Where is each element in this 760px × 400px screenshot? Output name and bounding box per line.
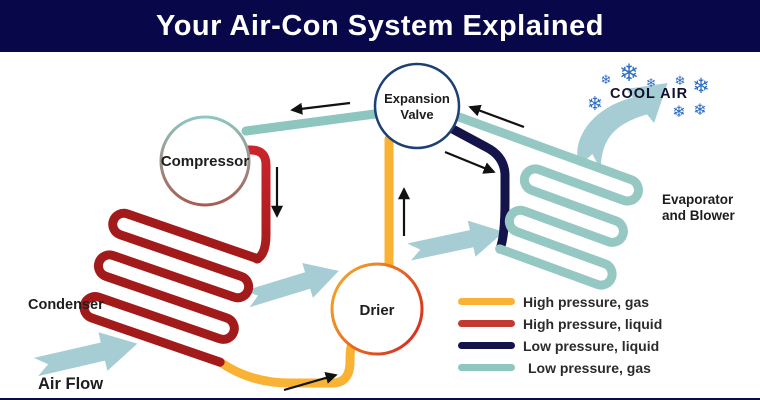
condenser-label: Condenser — [28, 297, 104, 313]
cool-air-label: COOL AIR — [610, 86, 688, 102]
expansion-valve-label-line2: Valve — [400, 107, 433, 122]
snowflake-icon: ❄ — [587, 94, 603, 115]
evaporator-label-line2: and Blower — [662, 208, 736, 223]
snowflake-icon: ❄ — [646, 76, 656, 90]
air-flow-arrow-icon — [407, 220, 504, 261]
evaporator-coil — [443, 108, 643, 290]
compressor-label: Compressor — [161, 153, 250, 170]
legend-swatch-low-liquid — [458, 342, 515, 349]
legend-label-low-liquid: Low pressure, liquid — [523, 338, 659, 354]
expansion-valve-node — [373, 62, 461, 150]
legend-label-low-gas: Low pressure, gas — [528, 360, 651, 376]
legend-label-high-liquid: High pressure, liquid — [523, 316, 662, 332]
compressor-node — [159, 115, 251, 207]
legend-label-high-gas: High pressure, gas — [523, 294, 649, 310]
expansion-valve-label-line1: Expansion — [384, 91, 450, 106]
pipe-low-pressure-liquid — [442, 121, 510, 254]
legend: High pressure, gas High pressure, liquid… — [458, 294, 662, 376]
legend-swatch-high-liquid — [458, 320, 515, 327]
air-flow-arrows — [33, 83, 668, 377]
snowflakes: ❄ ❄ ❄ ❄ ❄ ❄ ❄ ❄ — [587, 60, 710, 121]
flow-arrow-icon — [444, 150, 496, 174]
snowflake-icon: ❄ — [693, 102, 706, 119]
evaporator-label-line1: Evaporator — [662, 192, 734, 207]
cool-air-arrow-icon — [577, 83, 668, 170]
flow-arrow-icon — [283, 372, 338, 392]
pipe-high-pressure-liquid — [233, 145, 271, 264]
condenser-coil — [79, 208, 263, 367]
flow-arrow-icon — [290, 101, 351, 115]
pipe-high-pressure-gas-bottom — [215, 342, 356, 388]
snowflake-icon: ❄ — [619, 60, 639, 87]
snowflake-icon: ❄ — [601, 72, 612, 87]
legend-swatch-low-gas — [458, 364, 515, 371]
drier-label: Drier — [359, 302, 394, 319]
air-flow-arrow-icon — [244, 263, 339, 308]
page-title: Your Air-Con System Explained — [156, 9, 604, 42]
snowflake-icon: ❄ — [672, 104, 685, 121]
snowflake-icon: ❄ — [675, 73, 686, 88]
air-flow-arrow-icon — [33, 332, 138, 377]
drier-node — [330, 262, 424, 356]
snowflake-icon: ❄ — [692, 75, 710, 98]
flow-direction-arrows — [270, 101, 525, 392]
air-flow-label: Air Flow — [38, 375, 103, 393]
legend-swatch-high-gas — [458, 298, 515, 305]
title-bar: Your Air-Con System Explained — [0, 0, 760, 52]
flow-arrow-icon — [468, 104, 525, 129]
